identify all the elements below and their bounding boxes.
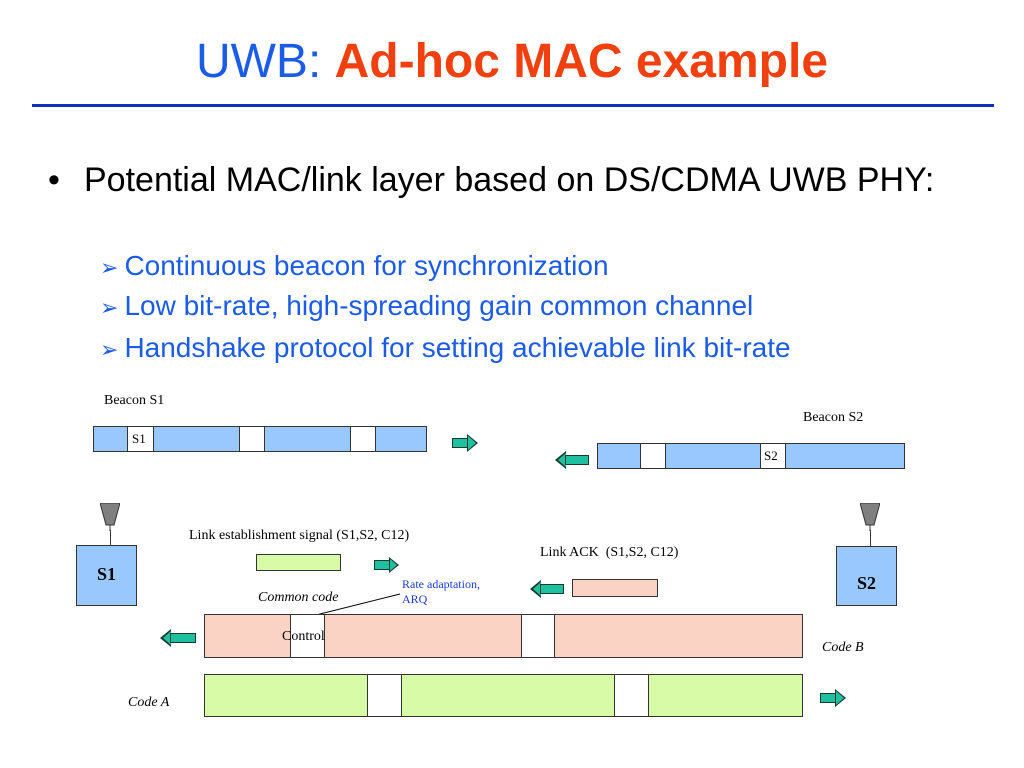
sub-bullet-text: Continuous beacon for synchronization [124,250,609,281]
arrow-bullet-icon: ➢ [100,255,119,280]
code-a-empty-slot [614,674,649,717]
sub-bullet: ➢Low bit-rate, high-spreading gain commo… [100,288,753,326]
title-divider [32,104,994,107]
bullet-marker: • [48,161,60,199]
node-s1: S1 [76,545,137,606]
sub-bullet-text: Handshake protocol for setting achievabl… [124,332,791,363]
code-a-empty-slot [367,674,402,717]
main-bullet-text: Potential MAC/link layer based on DS/CDM… [84,161,935,199]
arrow-right-icon [452,434,478,452]
arrow-right-icon [374,557,400,573]
beacon-s1-empty-slot [350,426,376,452]
arrow-left-icon [555,451,589,469]
arrow-left-icon [530,580,564,598]
beacon-s2-label: Beacon S2 [803,410,864,425]
beacon-s1-slot: S1 [127,426,154,452]
sub-bullet-text: Low bit-rate, high-spreading gain common… [124,290,754,321]
common-code-label: Common code [258,590,339,605]
code-b-label: Code B [822,640,864,655]
beacon-s2-empty-slot [640,443,666,469]
rate-adaptation-line: ARQ [402,592,428,606]
rate-adaptation-note: Rate adaptation, ARQ [402,577,480,607]
title-main: Ad-hoc MAC example [334,35,829,88]
code-a-label: Code A [128,695,170,710]
antenna-icon [100,503,120,531]
code-a-channel [204,674,803,717]
arrow-right-icon [820,689,846,707]
arrow-bullet-icon: ➢ [100,295,119,320]
control-label: Control [282,629,325,644]
antenna-mast [110,530,111,546]
link-ack-label: Link ACK (S1,S2, C12) [540,545,679,560]
link-establishment-signal [256,554,341,571]
node-s2: S2 [836,546,897,606]
arrow-left-icon [160,629,196,647]
antenna-mast [870,530,871,546]
arrow-bullet-icon: ➢ [100,337,119,362]
sub-bullet: ➢Handshake protocol for setting achievab… [100,330,791,368]
control-slot [290,614,325,658]
rate-adaptation-line: Rate adaptation, [402,577,480,591]
slide-title: UWB: Ad-hoc MAC example [0,30,1024,94]
link-establishment-label: Link establishment signal (S1,S2, C12) [189,528,410,543]
title-prefix: UWB: [195,35,322,88]
common-code-empty-slot [521,614,555,658]
main-bullet: • Potential MAC/link layer based on DS/C… [48,160,1008,240]
beacon-s1-empty-slot [239,426,265,452]
beacon-s2-slot: S2 [760,443,786,469]
antenna-icon [860,503,880,531]
beacon-s1-label: Beacon S1 [104,393,165,408]
link-ack-signal [572,579,658,597]
sub-bullet: ➢Continuous beacon for synchronization [100,248,609,286]
